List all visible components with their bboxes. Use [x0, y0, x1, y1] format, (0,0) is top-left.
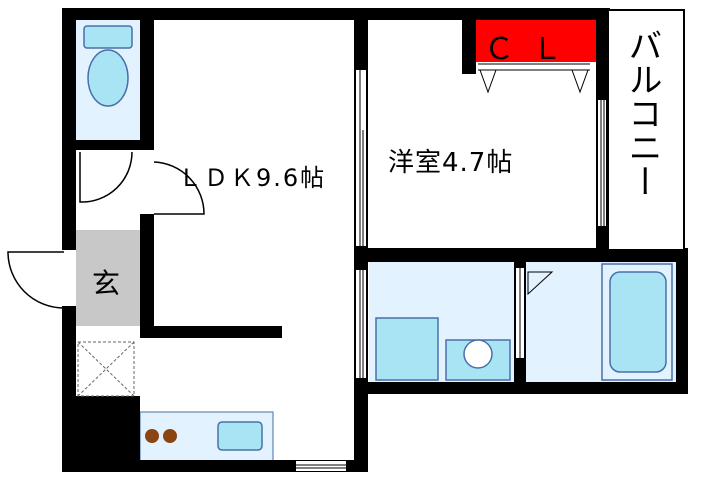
closet-door-right — [571, 69, 589, 94]
closet-door-left — [479, 69, 497, 94]
toilet-door — [79, 151, 133, 203]
room-label-youshitsu: 洋室4.7帖 — [388, 148, 514, 178]
toilet-tank — [83, 25, 133, 49]
toilet-bowl — [87, 49, 129, 107]
room-label-genkan: 玄 — [92, 267, 121, 300]
room-label-ldk: ＬＤＫ9.6帖 — [178, 164, 327, 192]
entrance-door — [7, 251, 65, 309]
kitchen-sink — [217, 421, 263, 451]
burner-right — [163, 429, 177, 443]
walls — [62, 8, 688, 472]
genkan-floor — [76, 230, 142, 326]
closet-label: ＣＬ — [484, 32, 580, 67]
bathtub-inner — [609, 271, 667, 373]
burner-left — [145, 429, 159, 443]
ldk-door — [153, 161, 205, 215]
balcony-label: バルコニー — [622, 28, 662, 198]
closet-area — [470, 20, 598, 62]
washing-machine — [375, 317, 439, 381]
bath-door — [527, 271, 554, 296]
